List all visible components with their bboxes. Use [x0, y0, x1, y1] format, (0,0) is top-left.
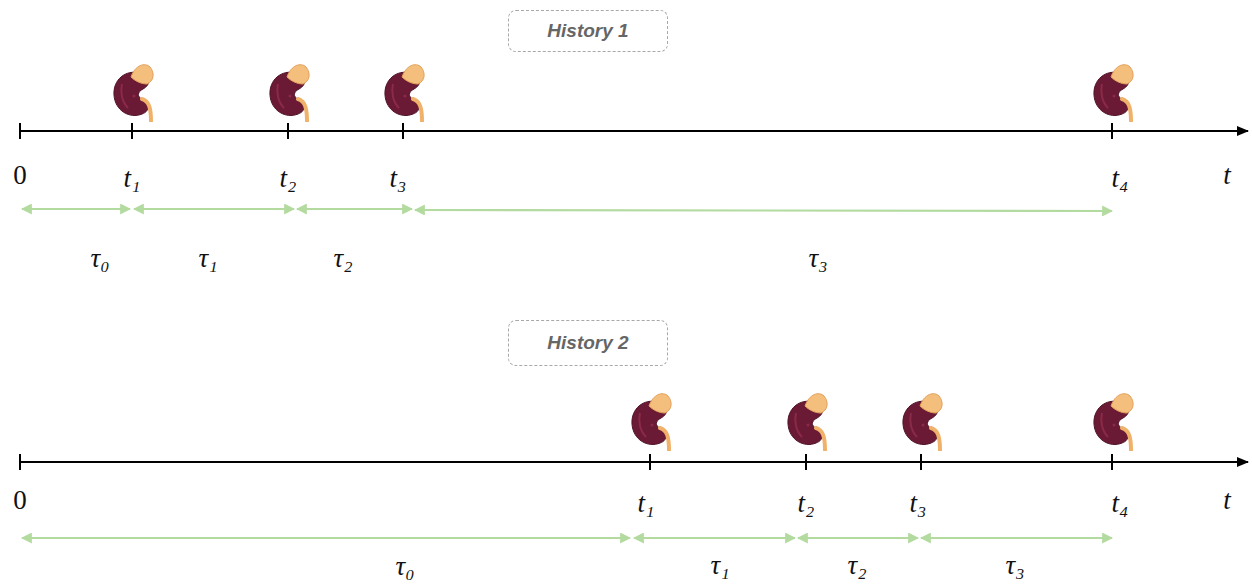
time-label: t₂ — [798, 490, 815, 517]
axis-ticks — [20, 123, 1112, 139]
time-label: t — [1223, 162, 1231, 189]
interval-label: τ₃ — [808, 245, 827, 272]
time-label: 0 — [13, 162, 27, 189]
interval-label: τ₀ — [90, 245, 109, 272]
kidney-icon — [632, 394, 671, 450]
time-label: t₂ — [280, 165, 297, 192]
time-label: 0 — [13, 487, 27, 514]
interval-label: τ₂ — [333, 245, 352, 272]
kidney-icon — [903, 394, 942, 450]
kidney-icon — [1094, 65, 1133, 121]
time-label: t₁ — [638, 490, 655, 517]
time-axis — [20, 130, 1248, 132]
kidney-icon — [1094, 394, 1133, 450]
history-title: History 1 — [547, 20, 628, 42]
time-label: t₃ — [910, 490, 927, 517]
time-label: t — [1223, 487, 1231, 514]
kidney-icon — [385, 65, 424, 121]
axis-ticks — [20, 454, 1112, 470]
interval-label: τ₂ — [847, 552, 866, 579]
interval-label: τ₀ — [395, 553, 414, 580]
history-box: History 1 — [508, 10, 668, 52]
kidney-icons — [632, 394, 1133, 450]
interval-label: τ₃ — [1005, 552, 1024, 579]
kidney-icon — [788, 394, 827, 450]
time-label: t₄ — [1112, 490, 1129, 517]
time-label: t₃ — [390, 165, 407, 192]
kidney-icon — [114, 65, 153, 121]
time-label: t₄ — [1112, 165, 1129, 192]
time-axis — [20, 461, 1248, 463]
interval-label: τ₁ — [710, 552, 729, 579]
interval-arrows — [22, 537, 1112, 539]
interval-arrows — [22, 209, 1112, 211]
kidney-icons — [114, 65, 1133, 121]
interval-label: τ₁ — [198, 245, 217, 272]
time-label: t₁ — [124, 165, 141, 192]
kidney-icon — [270, 65, 309, 121]
history-title: History 2 — [547, 332, 628, 354]
history-box: History 2 — [508, 320, 668, 366]
